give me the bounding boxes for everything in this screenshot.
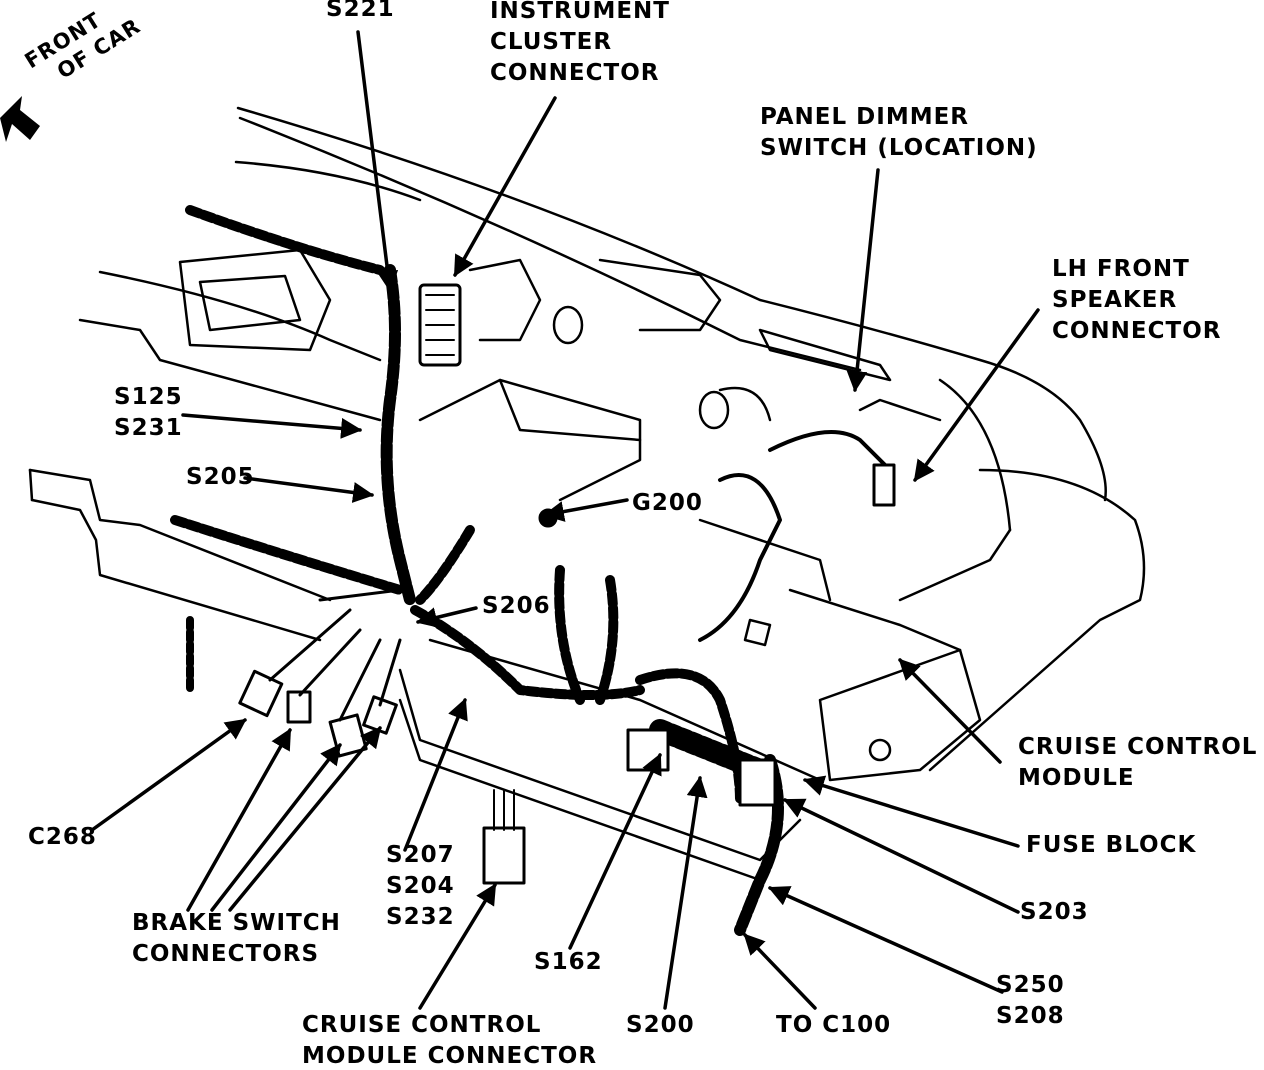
label-line: MODULE CONNECTOR bbox=[302, 1043, 598, 1069]
leader-arrows bbox=[90, 30, 1040, 1010]
label-line: BRAKE SWITCH bbox=[132, 910, 341, 936]
label-line: MODULE bbox=[1018, 765, 1135, 791]
label-line: S204 bbox=[386, 873, 455, 899]
wire-harness bbox=[170, 205, 892, 936]
label-s200: S200 bbox=[626, 1012, 695, 1038]
label-line: CONNECTOR bbox=[490, 60, 660, 86]
label-s207-s204-s232: S207 S204 S232 bbox=[386, 840, 455, 933]
label-line: SWITCH (LOCATION) bbox=[760, 135, 1038, 161]
label-line: CONNECTOR bbox=[1052, 318, 1222, 344]
label-g200: G200 bbox=[632, 490, 703, 516]
label-line: SPEAKER bbox=[1052, 287, 1178, 313]
label-line: S125 bbox=[114, 384, 183, 410]
label-line: LH FRONT bbox=[1052, 256, 1190, 282]
label-brake-switch-connectors: BRAKE SWITCH CONNECTORS bbox=[132, 908, 341, 970]
dashboard-outline bbox=[28, 106, 1146, 882]
label-panel-dimmer-switch: PANEL DIMMER SWITCH (LOCATION) bbox=[760, 102, 1038, 164]
label-line: INSTRUMENT bbox=[490, 0, 670, 24]
front-of-car-arrow bbox=[0, 96, 40, 142]
connectors bbox=[238, 283, 896, 885]
label-c268: C268 bbox=[28, 824, 97, 850]
label-line: S207 bbox=[386, 842, 455, 868]
label-s205: S205 bbox=[186, 464, 255, 490]
label-s206: S206 bbox=[482, 593, 551, 619]
label-instrument-cluster-connector: INSTRUMENT CLUSTER CONNECTOR bbox=[490, 0, 670, 89]
label-line: CRUISE CONTROL bbox=[1018, 734, 1258, 760]
label-line: CONNECTORS bbox=[132, 941, 320, 967]
label-lh-front-speaker-connector: LH FRONT SPEAKER CONNECTOR bbox=[1052, 254, 1221, 347]
label-line: CLUSTER bbox=[490, 29, 613, 55]
label-s125-s231: S125 S231 bbox=[114, 382, 183, 444]
label-cruise-control-module-connector: CRUISE CONTROL MODULE CONNECTOR bbox=[302, 1010, 597, 1070]
label-line: CRUISE CONTROL bbox=[302, 1012, 542, 1038]
label-cruise-control-module: CRUISE CONTROL MODULE bbox=[1018, 732, 1257, 794]
label-s203: S203 bbox=[1020, 899, 1089, 925]
label-s221: S221 bbox=[326, 0, 395, 22]
label-line: S250 bbox=[996, 972, 1065, 998]
label-line: PANEL DIMMER bbox=[760, 104, 970, 130]
label-s162: S162 bbox=[534, 949, 603, 975]
label-to-c100: TO C100 bbox=[776, 1012, 892, 1038]
label-line: S208 bbox=[996, 1003, 1065, 1029]
label-fuse-block: FUSE BLOCK bbox=[1026, 832, 1197, 858]
label-line: S231 bbox=[114, 415, 183, 441]
label-s250-s208: S250 S208 bbox=[996, 970, 1065, 1032]
label-line: S232 bbox=[386, 904, 455, 930]
